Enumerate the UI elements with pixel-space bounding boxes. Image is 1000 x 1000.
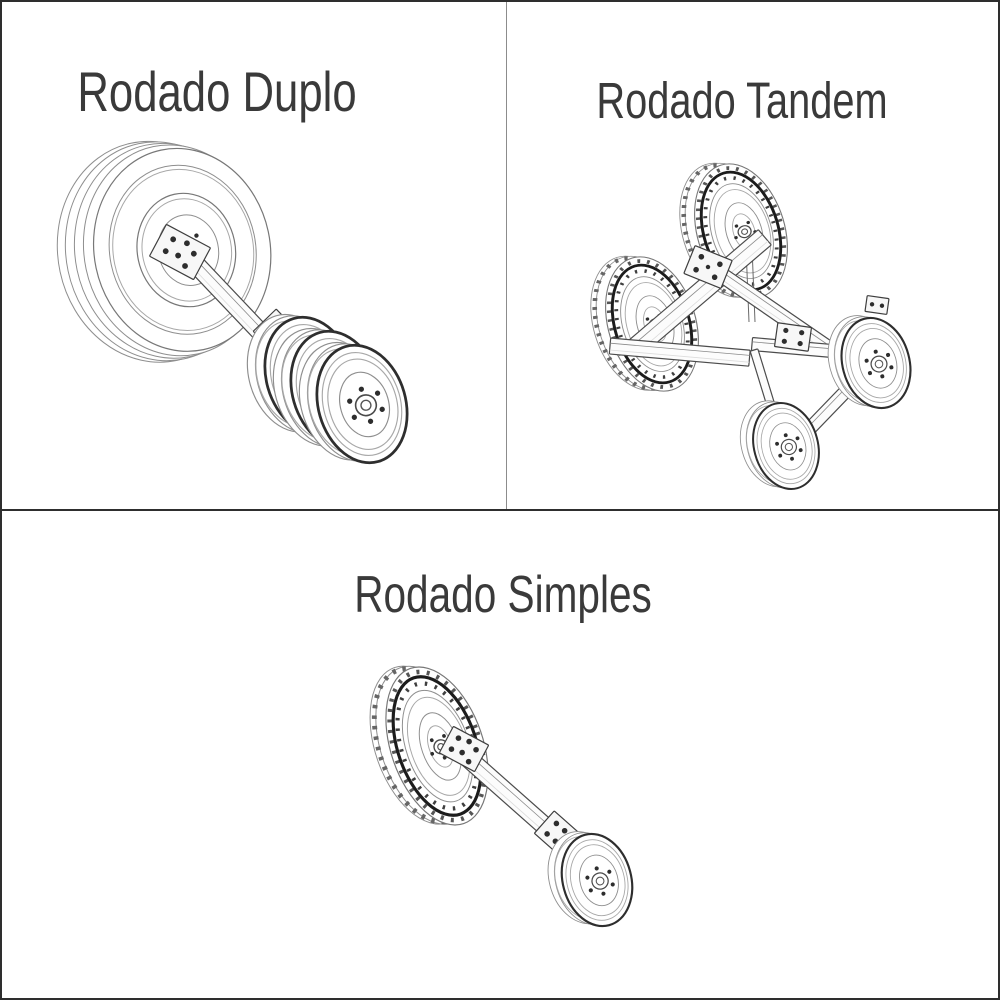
tandem-axle-beam — [608, 337, 751, 367]
tandem-rim-lower — [730, 389, 830, 501]
simples-drawing — [0, 511, 644, 939]
panel-title-duplo: Rodado Duplo — [38, 64, 396, 120]
vertical-divider — [506, 0, 507, 511]
panel-title-simples: Rodado Simples — [312, 569, 694, 621]
duplo-drawing — [56, 140, 422, 480]
panel-title-simples-text: Rodado Simples — [354, 566, 652, 624]
horizontal-divider — [0, 509, 1000, 511]
tandem-drawbar-bracket — [774, 322, 812, 352]
simples-hub-bracket — [439, 726, 489, 772]
duplo-dual-rims — [232, 297, 422, 480]
panel-title-duplo-text: Rodado Duplo — [77, 60, 357, 123]
tandem-drawing — [507, 0, 922, 501]
tandem-center-bracket — [683, 245, 733, 289]
duplo-hub-bracket — [149, 224, 211, 280]
tandem-rim-top-bracket — [864, 295, 890, 315]
panel-title-tandem: Rodado Tandem — [555, 75, 928, 126]
panel-title-tandem-text: Rodado Tandem — [596, 72, 888, 129]
tandem-walking-beam-large — [627, 229, 772, 357]
